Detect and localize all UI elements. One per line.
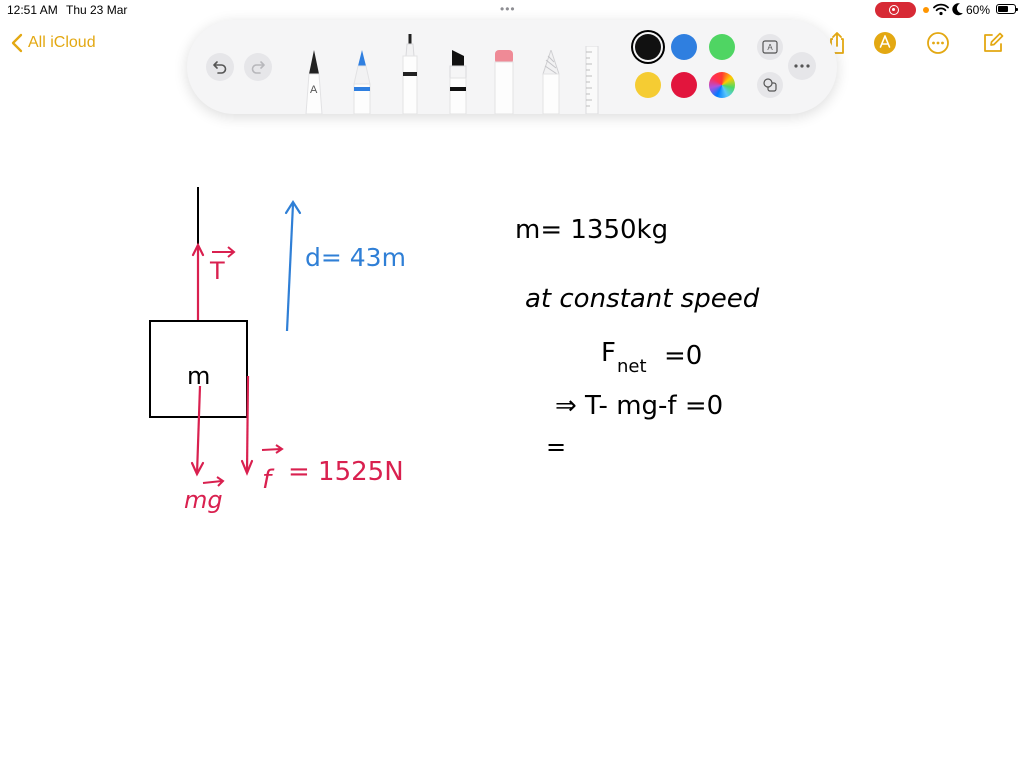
- constant-speed-line: at constant speed: [525, 284, 760, 314]
- drawing-tool-palette: A: [187, 20, 837, 114]
- ruler-icon[interactable]: [584, 46, 602, 114]
- shapes-button[interactable]: [757, 72, 783, 98]
- chevron-left-icon: [11, 33, 23, 53]
- wifi-icon: [933, 3, 949, 16]
- shapes-icon: [763, 78, 777, 92]
- pen-icon[interactable]: [303, 50, 325, 114]
- markup-pen-icon[interactable]: [872, 30, 898, 56]
- tension-arrow: [191, 242, 205, 322]
- marker-icon[interactable]: [351, 50, 373, 114]
- text-box-button[interactable]: A: [757, 34, 783, 60]
- drawing-canvas[interactable]: T m mg f = 1525N d= 43m m= 1350kg at con…: [0, 118, 1024, 768]
- swatch-yellow[interactable]: [635, 72, 661, 98]
- fineliner-icon[interactable]: [399, 34, 421, 114]
- highlighter-icon[interactable]: [446, 48, 470, 114]
- displacement-arrow: [284, 199, 302, 332]
- battery-icon: [996, 4, 1018, 14]
- force-balance-equation: ⇒ T- mg-f =0: [555, 391, 723, 421]
- color-picker-wheel-icon[interactable]: [709, 72, 735, 98]
- share-icon[interactable]: [824, 30, 850, 56]
- distance-label: d= 43m: [305, 243, 406, 272]
- more-options-icon[interactable]: [925, 30, 951, 56]
- palette-more-button[interactable]: [788, 52, 816, 80]
- tension-vector-mark: [212, 246, 236, 258]
- do-not-disturb-moon-icon: [952, 3, 963, 16]
- mass-value-line: m= 1350kg: [515, 215, 668, 245]
- redo-icon: [251, 61, 265, 74]
- eraser-icon[interactable]: [493, 50, 515, 114]
- redo-button[interactable]: [244, 53, 272, 81]
- swatch-green[interactable]: [709, 34, 735, 60]
- block-mass-label: m: [187, 362, 210, 390]
- compose-icon[interactable]: [980, 30, 1006, 56]
- undo-icon: [213, 61, 227, 74]
- text-box-icon: [762, 40, 778, 54]
- friction-vector-mark: [261, 444, 284, 454]
- record-icon: [889, 5, 899, 15]
- friction-value: = 1525N: [288, 457, 404, 487]
- status-date: Thu 23 Mar: [66, 3, 128, 17]
- ellipsis-icon: [794, 64, 810, 68]
- lasso-icon[interactable]: [540, 50, 562, 114]
- weight-arrow: [190, 385, 205, 477]
- back-button-label: All iCloud: [28, 34, 96, 51]
- status-bar: 12:51 AM Thu 23 Mar ••• 60%: [0, 0, 1024, 20]
- text-box-letter: A: [767, 42, 773, 52]
- multitasking-dots-icon[interactable]: •••: [500, 2, 516, 16]
- next-step-line: =: [546, 433, 566, 461]
- friction-label: f: [262, 465, 275, 495]
- swatch-red[interactable]: [671, 72, 697, 98]
- tension-label: T: [209, 257, 225, 285]
- screen-recording-indicator[interactable]: [875, 2, 916, 18]
- fnet-equals-zero: =0: [664, 341, 702, 371]
- pen-letter: A: [310, 84, 318, 96]
- microphone-in-use-dot: [923, 7, 929, 13]
- friction-arrow: [240, 375, 254, 476]
- status-time: 12:51 AM: [7, 3, 58, 17]
- swatch-blue[interactable]: [671, 34, 697, 60]
- undo-button[interactable]: [206, 53, 234, 81]
- fnet-symbol: F: [601, 338, 616, 368]
- battery-percentage: 60%: [966, 3, 991, 17]
- back-to-all-icloud-button[interactable]: All iCloud: [8, 30, 96, 56]
- swatch-black[interactable]: [635, 34, 661, 60]
- weight-label: mg: [184, 486, 223, 514]
- fnet-subscript: net: [617, 356, 647, 377]
- weight-vector-mark: [202, 476, 225, 487]
